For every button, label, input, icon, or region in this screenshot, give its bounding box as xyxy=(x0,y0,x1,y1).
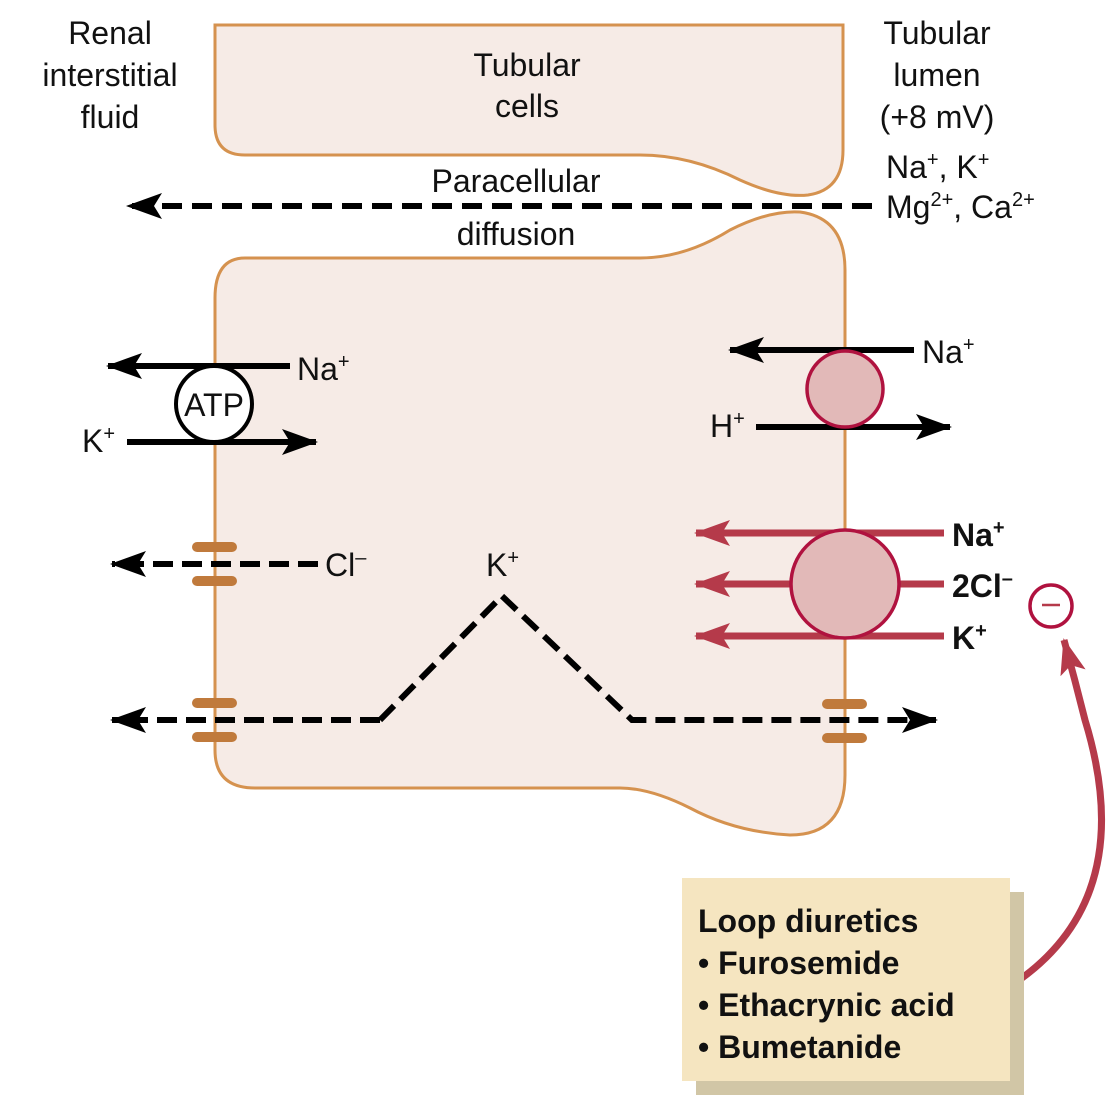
drug-item: • Furosemide xyxy=(698,942,1010,984)
pump-na-label: Na+ xyxy=(297,351,350,387)
atp-pump-circle xyxy=(174,364,254,444)
interstitial-label-line-3: fluid xyxy=(81,99,140,135)
exchanger-h-label: H+ xyxy=(710,408,745,444)
cl-channel-bottom xyxy=(192,576,237,586)
exchanger-circle xyxy=(805,349,885,429)
nkcc-k-label: K+ xyxy=(952,620,987,656)
cl-label: Cl– xyxy=(325,547,367,583)
drug-name: Furosemide xyxy=(718,945,900,981)
k-basolateral-channel-top xyxy=(192,698,237,708)
inhibition-arrow xyxy=(1010,638,1105,988)
paracellular-ions-line-1: Na+, K+ xyxy=(886,149,989,185)
bullet-icon: • xyxy=(698,987,710,1023)
upper-tubular-cell xyxy=(213,23,845,197)
atp-label: ATP xyxy=(184,387,244,423)
potassium-recycling: K+ xyxy=(110,547,938,743)
drug-name: Bumetanide xyxy=(718,1029,902,1065)
lumen-label-line-2: lumen xyxy=(893,57,980,93)
cells-label-line-1: Tubular xyxy=(473,47,581,83)
interstitial-label-line-2: interstitial xyxy=(42,57,177,93)
cells-label-line-2: cells xyxy=(495,88,559,124)
na-k-atpase-pump: ATP Na+ K+ xyxy=(82,351,350,459)
cl-channel-top xyxy=(192,542,237,552)
cotransporter-circle xyxy=(789,528,901,640)
paracellular-ions-line-2: Mg2+, Ca2+ xyxy=(886,189,1035,225)
k-apical-channel-bottom xyxy=(822,733,867,743)
chloride-channel: Cl– xyxy=(110,542,367,586)
inhibition-indicator xyxy=(1010,583,1105,988)
drug-box-title: Loop diuretics xyxy=(698,903,919,939)
na-h-exchanger: Na+ H+ xyxy=(710,334,975,444)
exchanger-na-label: Na+ xyxy=(922,334,975,370)
paracellular-label-top: Paracellular xyxy=(432,163,601,199)
k-apical-channel-top xyxy=(822,699,867,709)
loop-diuretics-box: Loop diuretics • Furosemide • Ethacrynic… xyxy=(682,878,1010,1081)
nkcc-cl-label: 2Cl– xyxy=(952,568,1013,604)
bullet-icon: • xyxy=(698,945,710,981)
bullet-icon: • xyxy=(698,1029,710,1065)
lumen-label-line-3: (+8 mV) xyxy=(880,99,995,135)
nkcc2-cotransporter: Na+ 2Cl– K+ xyxy=(694,517,1013,656)
nkcc-na-label: Na+ xyxy=(952,517,1005,553)
drug-name: Ethacrynic acid xyxy=(718,987,955,1023)
k-basolateral-channel-bottom xyxy=(192,732,237,742)
k-apical-path xyxy=(377,591,938,733)
lumen-label-line-1: Tubular xyxy=(883,15,991,51)
pump-k-label: K+ xyxy=(82,423,115,459)
drug-item: • Bumetanide xyxy=(698,1026,1010,1068)
paracellular-label-bottom: diffusion xyxy=(457,216,576,252)
tubular-lumen-label: Tubular lumen (+8 mV) xyxy=(880,15,995,135)
lower-tubular-cell xyxy=(213,210,847,837)
drug-item: • Ethacrynic acid xyxy=(698,984,1010,1026)
interstitial-label: Renal interstitial fluid xyxy=(42,15,177,135)
interstitial-label-line-1: Renal xyxy=(68,15,152,51)
tubular-cells-label: Tubular cells xyxy=(473,47,581,124)
intracellular-k-label: K+ xyxy=(486,547,519,583)
